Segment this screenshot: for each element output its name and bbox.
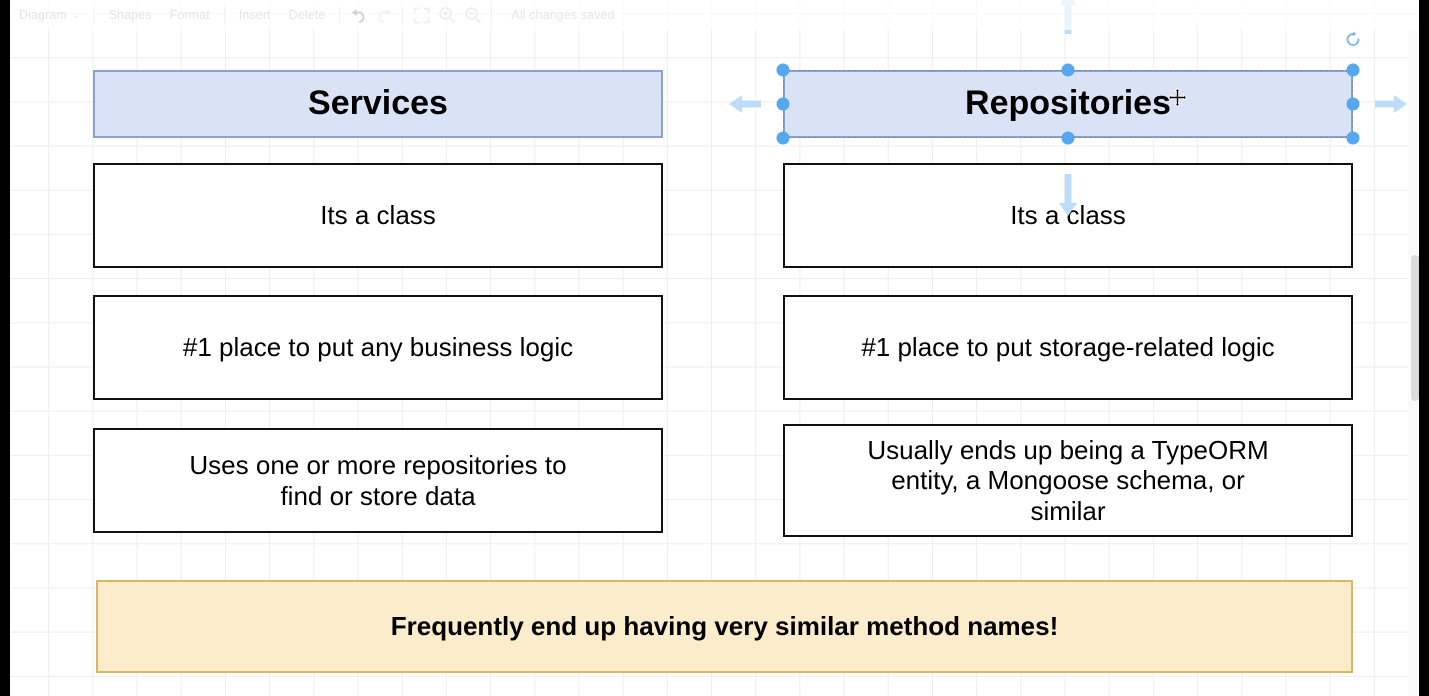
window-right-rail xyxy=(1419,0,1429,696)
window-left-rail xyxy=(0,0,10,696)
toolbar: Diagram ⌄ Shapes Format Insert Delete xyxy=(10,0,1419,30)
shape-repositories-header[interactable]: Repositories xyxy=(783,70,1353,138)
toolbar-insert[interactable]: Insert xyxy=(238,8,271,22)
shape-services-cell-3[interactable]: Uses one or more repositories to find or… xyxy=(93,428,663,533)
toolbar-separator xyxy=(93,7,95,23)
resize-handle-bottom-right[interactable] xyxy=(1346,131,1360,145)
shape-repositories-cell-3[interactable]: Usually ends up being a TypeORM entity, … xyxy=(783,424,1353,537)
chevron-down-icon: ⌄ xyxy=(71,9,80,20)
toolbar-separator xyxy=(339,7,341,23)
shape-footer-note[interactable]: Frequently end up having very similar me… xyxy=(96,580,1353,673)
shape-services-cell-1[interactable]: Its a class xyxy=(93,163,663,268)
toolbar-diagram-menu[interactable]: Diagram ⌄ xyxy=(10,0,89,31)
save-status-label: All changes saved xyxy=(511,8,615,22)
resize-handle-bottom-center[interactable] xyxy=(1061,131,1075,145)
shape-label: Repositories xyxy=(965,84,1171,123)
resize-handle-middle-left[interactable] xyxy=(776,97,790,111)
toolbar-group-object: Insert Delete xyxy=(230,0,335,30)
toolbar-format[interactable]: Format xyxy=(169,8,210,22)
toolbar-shapes[interactable]: Shapes xyxy=(108,8,152,22)
shape-label: #1 place to put storage-related logic xyxy=(861,332,1275,363)
toolbar-separator xyxy=(223,7,225,23)
shape-label: Its a class xyxy=(320,200,436,231)
shape-repositories-cell-2[interactable]: #1 place to put storage-related logic xyxy=(783,295,1353,400)
resize-handle-middle-right[interactable] xyxy=(1346,97,1360,111)
fullscreen-icon[interactable] xyxy=(408,0,434,30)
resize-handle-top-right[interactable] xyxy=(1346,63,1360,77)
shape-label: Uses one or more repositories to find or… xyxy=(189,450,567,511)
zoom-out-icon[interactable] xyxy=(460,0,486,30)
toolbar-separator xyxy=(402,7,404,23)
connect-arrow-left[interactable] xyxy=(729,93,761,115)
redo-icon[interactable] xyxy=(371,0,397,30)
connect-arrow-right[interactable] xyxy=(1375,93,1407,115)
shape-services-cell-2[interactable]: #1 place to put any business logic xyxy=(93,295,663,400)
toolbar-separator xyxy=(491,7,493,23)
toolbar-group-diagram: Diagram ⌄ xyxy=(10,0,89,30)
shape-label: Frequently end up having very similar me… xyxy=(390,611,1059,642)
zoom-in-icon[interactable] xyxy=(434,0,460,30)
resize-handle-top-left[interactable] xyxy=(776,63,790,77)
shape-label: Its a class xyxy=(1010,200,1126,231)
rotate-icon[interactable] xyxy=(1345,31,1362,53)
resize-handle-top-center[interactable] xyxy=(1061,63,1075,77)
shape-label: #1 place to put any business logic xyxy=(182,332,574,363)
connect-arrow-down[interactable] xyxy=(1057,174,1079,216)
toolbar-delete[interactable]: Delete xyxy=(288,8,326,22)
toolbar-group-edit: Shapes Format xyxy=(100,0,219,30)
shape-label: Usually ends up being a TypeORM entity, … xyxy=(867,435,1269,526)
toolbar-diagram-menu-label: Diagram xyxy=(19,7,67,22)
resize-handle-bottom-left[interactable] xyxy=(776,131,790,145)
shape-services-header[interactable]: Services xyxy=(93,70,663,138)
vertical-scrollbar-thumb[interactable] xyxy=(1411,255,1419,401)
shape-label: Services xyxy=(308,84,448,123)
undo-icon[interactable] xyxy=(345,0,371,30)
